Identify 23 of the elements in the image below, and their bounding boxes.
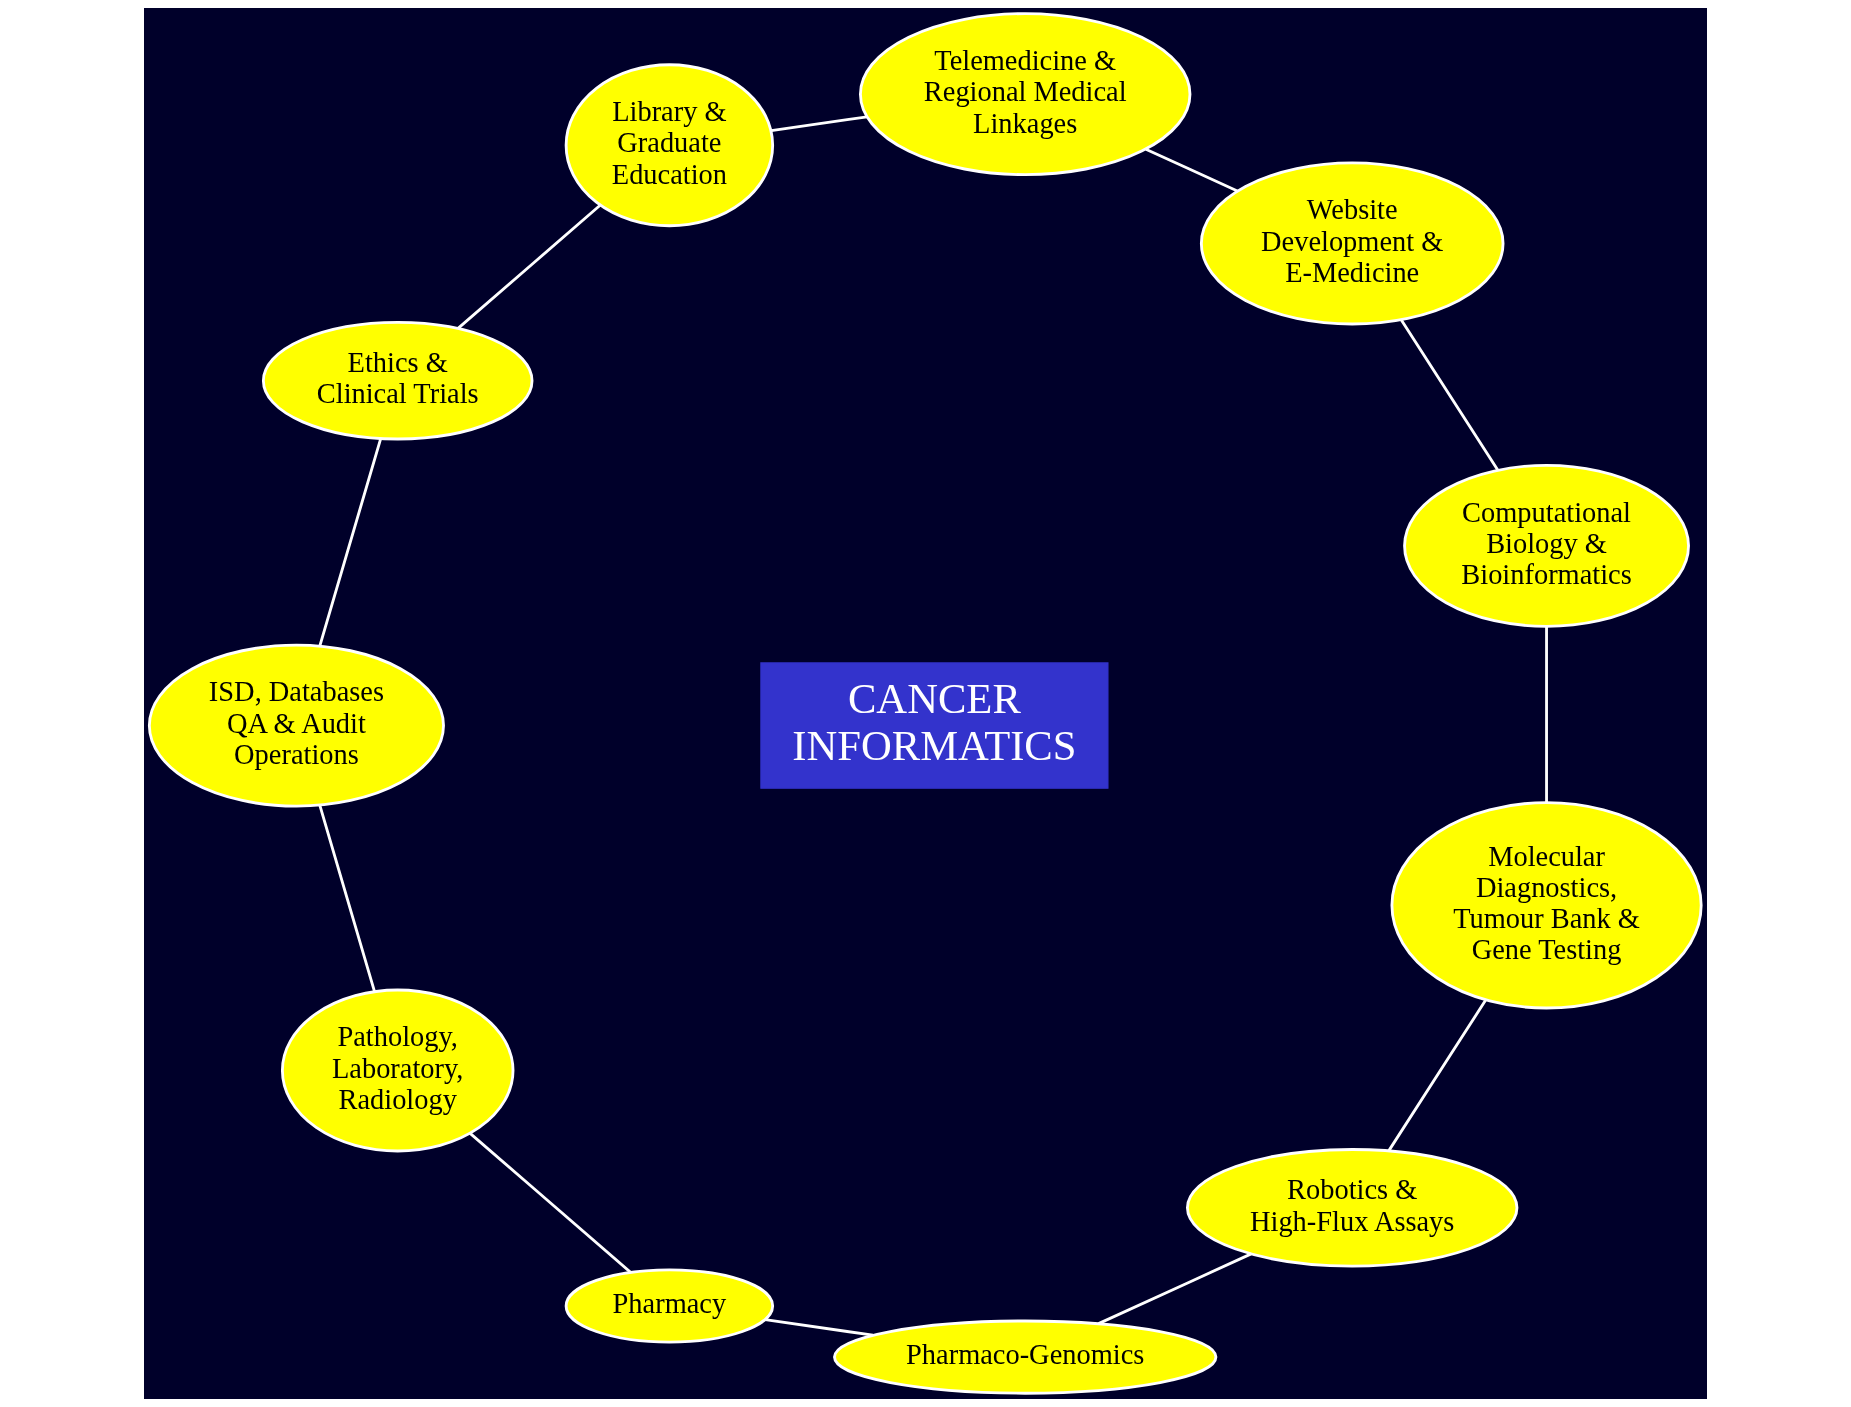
node-ellipse: Telemedicine & Regional Medical Linkages	[859, 12, 1192, 177]
connector	[457, 204, 602, 330]
connector	[765, 1318, 874, 1337]
node-ellipse: Pharmaco-Genomics	[833, 1319, 1218, 1395]
node-ellipse: Library & Graduate Education	[564, 63, 775, 228]
node-ellipse: Molecular Diagnostics, Tumour Bank & Gene Testing	[1390, 801, 1703, 1010]
connector	[1098, 1252, 1252, 1325]
connector	[318, 438, 382, 647]
connector	[318, 804, 376, 992]
node-ellipse: Computational Biology & Bioinformatics	[1403, 463, 1690, 628]
node-box: CANCER INFORMATICS	[760, 662, 1109, 789]
node-ellipse: Pharmacy	[564, 1268, 775, 1344]
connector	[1400, 319, 1499, 471]
connector	[771, 115, 868, 133]
node-ellipse: Ethics & Clinical Trials	[261, 320, 534, 441]
connector	[1145, 147, 1238, 193]
connector	[469, 1132, 632, 1274]
node-ellipse: Pathology, Laboratory, Radiology	[280, 988, 515, 1153]
connector	[1387, 999, 1487, 1152]
node-ellipse: ISD, Databases QA & Audit Operations	[147, 643, 445, 808]
connector	[1545, 626, 1548, 803]
node-ellipse: Robotics & High-Flux Assays	[1186, 1148, 1519, 1268]
node-ellipse: Website Development & E-Medicine	[1199, 161, 1505, 326]
